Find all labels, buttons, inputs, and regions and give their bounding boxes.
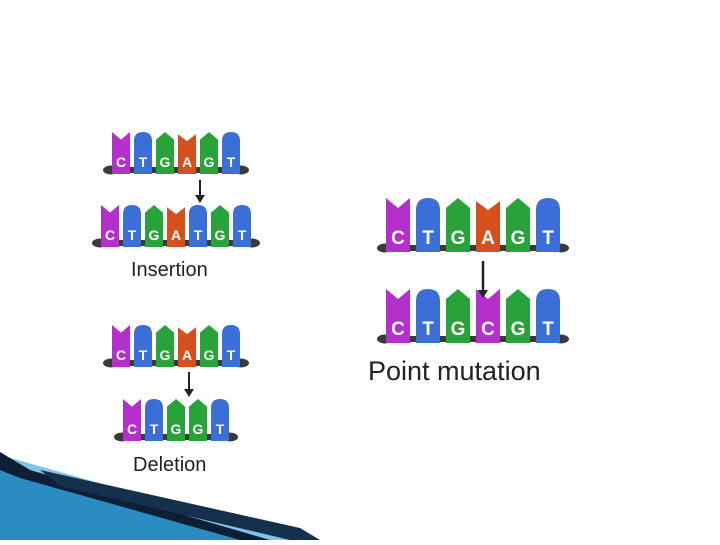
nucleotide-letter: C (116, 347, 126, 363)
nucleotide-A (476, 201, 500, 252)
nucleotide-C (112, 132, 130, 174)
arrows (184, 180, 488, 397)
deletion-arrow (184, 372, 194, 397)
nucleotide-A (167, 207, 185, 247)
nucleotide-C (101, 205, 119, 247)
nucleotide-G (506, 198, 530, 252)
nucleotide-letter: G (160, 347, 171, 363)
nucleotide-letter: C (127, 421, 137, 437)
point-mutation-caption: Point mutation (368, 356, 541, 386)
nucleotide-letter: C (116, 154, 126, 170)
nucleotide-C (112, 325, 130, 367)
nucleotide-G (189, 399, 207, 441)
nucleotide-letter: G (149, 227, 160, 243)
nucleotide-A (178, 327, 196, 367)
nucleotide-G (156, 325, 174, 367)
nucleotide-T (211, 399, 229, 441)
nucleotide-letter: G (511, 228, 526, 249)
nucleotide-T (222, 325, 240, 367)
nucleotide-T (222, 132, 240, 174)
nucleotide-letter: T (422, 228, 434, 249)
nucleotide-A (178, 134, 196, 174)
nucleotide-T (134, 132, 152, 174)
nucleotide-T (416, 198, 440, 252)
nucleotide-G (446, 289, 470, 343)
nucleotide-G (200, 132, 218, 174)
backbone (384, 245, 562, 251)
nucleotide-letter: T (128, 227, 137, 243)
nucleotide-letter: T (150, 421, 159, 437)
nucleotide-letter: A (182, 154, 192, 170)
nucleotide-C (386, 289, 410, 343)
nucleotide-letter: T (422, 319, 434, 340)
nucleotide-T (134, 325, 152, 367)
nucleotide-letter: G (193, 421, 204, 437)
nucleotide-letter: C (105, 227, 115, 243)
nucleotide-T (233, 205, 251, 247)
nucleotide-letter: C (391, 228, 405, 249)
nucleotide-C (476, 289, 500, 343)
nucleotide-letter: C (481, 319, 495, 340)
nucleotide-letter: A (182, 347, 192, 363)
nucleotide-letter: G (451, 228, 466, 249)
nucleotide-G (446, 198, 470, 252)
nucleotide-G (167, 399, 185, 441)
nucleotide-letter: T (216, 421, 225, 437)
nucleotide-T (536, 198, 560, 252)
nucleotide-letter: G (171, 421, 182, 437)
nucleotide-letter: A (481, 228, 495, 249)
insertion-caption: Insertion (131, 259, 208, 281)
nucleotide-G (145, 205, 163, 247)
nucleotide-T (145, 399, 163, 441)
backbone (110, 167, 242, 173)
corner-swoosh-stripe (40, 470, 320, 540)
nucleotide-letter: T (238, 227, 247, 243)
backbone (110, 360, 242, 366)
nucleotide-letter: G (204, 347, 215, 363)
nucleotide-letter: G (451, 319, 466, 340)
nucleotide-letter: G (160, 154, 171, 170)
backbone (384, 336, 562, 342)
nucleotide-T (123, 205, 141, 247)
nucleotide-G (211, 205, 229, 247)
nucleotide-letter: G (511, 319, 526, 340)
nucleotide-letter: T (194, 227, 203, 243)
deletion-caption: Deletion (133, 454, 207, 476)
nucleotide-letter: T (227, 154, 236, 170)
nucleotide-letter: T (139, 347, 148, 363)
nucleotide-letter: C (391, 319, 405, 340)
point-mutation-arrow (478, 261, 488, 298)
nucleotide-letter: G (204, 154, 215, 170)
nucleotide-letter: T (227, 347, 236, 363)
nucleotide-letter: T (139, 154, 148, 170)
nucleotide-T (189, 205, 207, 247)
nucleotide-C (123, 399, 141, 441)
nucleotide-letter: T (542, 228, 554, 249)
nucleotide-G (506, 289, 530, 343)
nucleotide-C (386, 198, 410, 252)
nucleotide-letter: T (542, 319, 554, 340)
nucleotide-T (536, 289, 560, 343)
nucleotide-G (200, 325, 218, 367)
insertion-arrow (195, 180, 205, 203)
nucleotide-T (416, 289, 440, 343)
nucleotide-letter: A (171, 227, 181, 243)
nucleotide-letter: G (215, 227, 226, 243)
nucleotide-G (156, 132, 174, 174)
corner-decoration (0, 452, 320, 540)
